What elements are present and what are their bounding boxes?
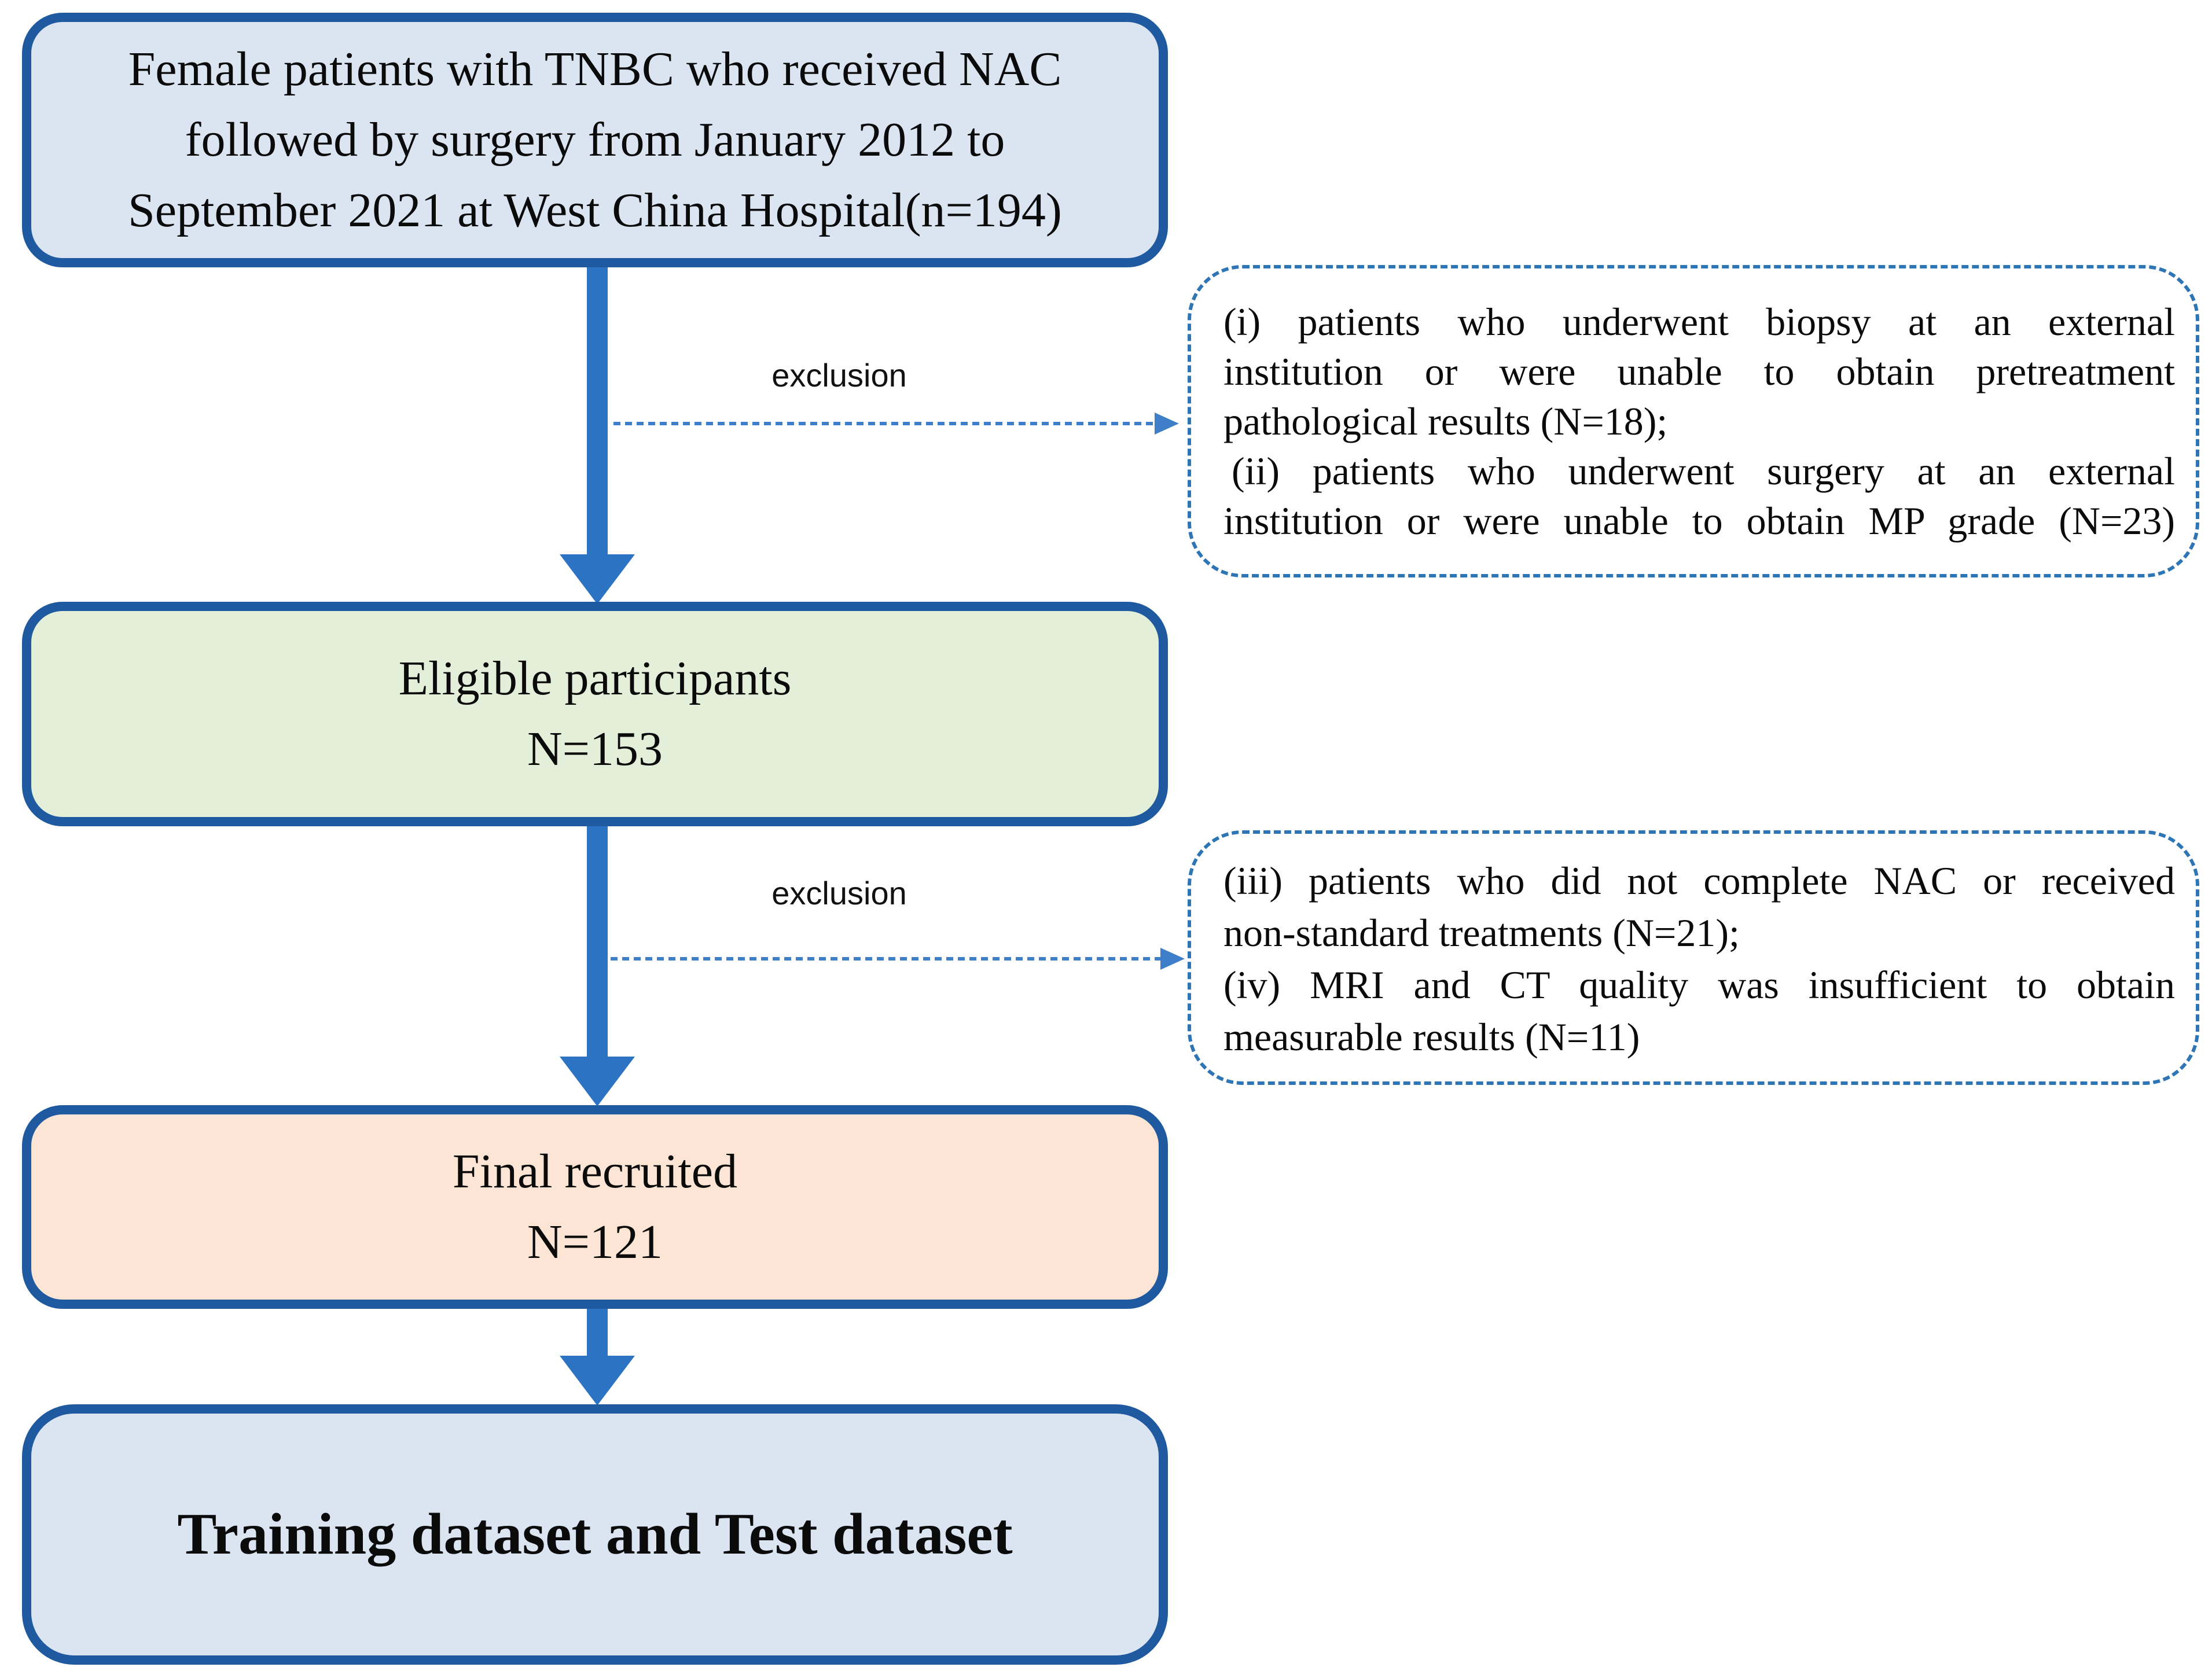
exclusion-box-1-line-5: institution or were unable to obtain MP … (1223, 499, 2175, 543)
dashed-arrow-1-line (613, 422, 1155, 425)
exclusion-box-2-line-3: (iv) MRI and CT quality was insufficient… (1223, 963, 2175, 1007)
exclusion-label-1: exclusion (771, 357, 907, 393)
dashed-arrow-2-line (611, 957, 1160, 961)
down-arrow-2-shaft (587, 826, 608, 1058)
dashed-arrow-2-head-icon (1160, 948, 1185, 970)
down-arrow-1-shaft (587, 267, 608, 555)
final-recruited-box: Final recruited N=121 (22, 1105, 1168, 1309)
dataset-box-label: Training dataset and Test dataset (177, 1502, 1013, 1567)
down-arrow-3-head-icon (560, 1356, 635, 1405)
exclusion-box-2-line-2: non-standard treatments (N=21); (1223, 911, 1740, 955)
exclusion-box-1-line-3: pathological results (N=18); (1223, 399, 1668, 443)
dataset-box: Training dataset and Test dataset (22, 1404, 1168, 1665)
exclusion-box-1: (i) patients who underwent biopsy at an … (1188, 265, 2199, 577)
down-arrow-2-head-icon (560, 1057, 635, 1106)
exclusion-box-2: (iii) patients who did not complete NAC … (1188, 830, 2199, 1085)
eligible-participants-box: Eligible participants N=153 (22, 602, 1168, 826)
dashed-arrow-1-head-icon (1155, 413, 1179, 435)
eligible-box-title: Eligible participants (398, 652, 792, 705)
top-box-line-1: Female patients with TNBC who received N… (128, 42, 1062, 96)
final-box-title: Final recruited (452, 1145, 738, 1198)
exclusion-box-2-line-1: (iii) patients who did not complete NAC … (1223, 859, 2175, 903)
top-population-box: Female patients with TNBC who received N… (22, 13, 1168, 267)
final-box-count: N=121 (527, 1215, 663, 1269)
exclusion-label-2: exclusion (771, 875, 907, 911)
top-box-line-2: followed by surgery from January 2012 to (185, 113, 1005, 167)
top-box-line-3: September 2021 at West China Hospital(n=… (128, 183, 1062, 237)
down-arrow-3-shaft (587, 1309, 608, 1359)
exclusion-box-2-line-4: measurable results (N=11) (1223, 1015, 1640, 1059)
down-arrow-1-head-icon (560, 554, 635, 604)
exclusion-box-1-line-4: (ii) patients who underwent surgery at a… (1232, 449, 2175, 493)
eligible-box-count: N=153 (527, 722, 663, 776)
exclusion-box-1-line-1: (i) patients who underwent biopsy at an … (1223, 300, 2175, 344)
exclusion-box-1-line-2: institution or were unable to obtain pre… (1223, 349, 2175, 393)
